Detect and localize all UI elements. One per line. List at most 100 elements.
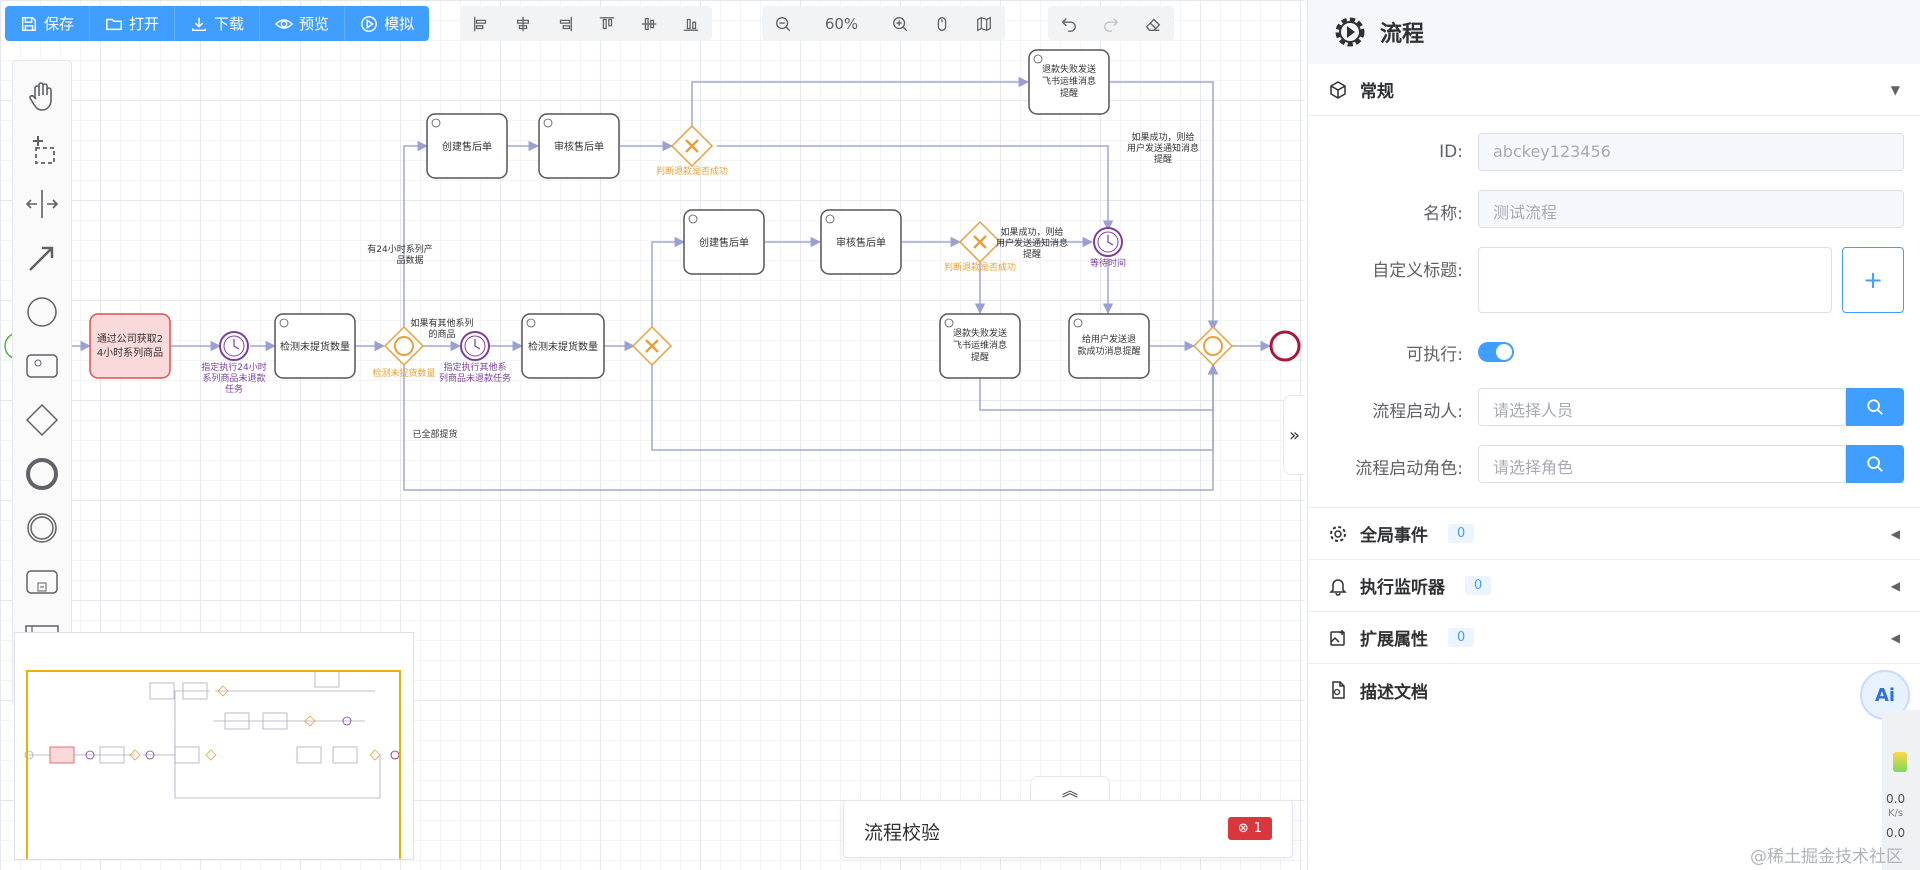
documentation-section[interactable]: 描述文档 — [1308, 664, 1920, 716]
search-icon — [1867, 399, 1883, 415]
user-task-tool[interactable] — [19, 339, 65, 393]
end-event[interactable] — [1269, 330, 1301, 362]
role-search-button[interactable] — [1846, 445, 1904, 483]
task-label: 4小时系列商品 — [97, 346, 163, 359]
validation-toggle[interactable]: ︽ — [1030, 776, 1110, 800]
panel-header: 流程 — [1308, 0, 1920, 64]
task-create-aftersale-1[interactable]: 创建售后单 — [426, 113, 508, 179]
starter-search-button[interactable] — [1846, 388, 1904, 426]
panel-title: 流程 — [1380, 22, 1425, 47]
documentation-title: 描述文档 — [1360, 682, 1428, 703]
flow-label: 提醒 — [1023, 249, 1041, 260]
general-section-header[interactable]: 常规 ▼ — [1308, 64, 1920, 116]
bell-icon — [1329, 578, 1347, 596]
zoom-out-button[interactable] — [762, 6, 804, 41]
end-event-icon — [26, 458, 58, 490]
align-left-button[interactable] — [460, 6, 502, 41]
save-button[interactable]: 保存 — [5, 6, 91, 41]
panel-collapse-toggle[interactable]: » — [1283, 395, 1305, 475]
name-field[interactable]: 测试流程 — [1478, 190, 1904, 228]
task-refund-fail-notify-top[interactable]: 退款失败发送 飞书运维消息 提醒 — [1028, 49, 1110, 115]
starter-input[interactable]: 请选择人员 — [1478, 388, 1846, 426]
execution-listeners-title: 执行监听器 — [1360, 578, 1445, 598]
timer-event-other[interactable]: 指定执行其他系 列商品未退款任务 — [439, 331, 511, 384]
zoom-in-button[interactable] — [879, 6, 921, 41]
end-event-tool[interactable] — [19, 447, 65, 501]
space-tool[interactable] — [19, 177, 65, 231]
intermediate-event-tool[interactable] — [19, 501, 65, 555]
undo-button[interactable] — [1048, 6, 1090, 41]
subprocess-icon — [26, 570, 58, 594]
role-input[interactable]: 请选择角色 — [1478, 445, 1846, 483]
task-label: 审核售后单 — [554, 140, 604, 153]
starter-label: 流程启动人: — [1372, 402, 1463, 422]
timer-label: 指定执行24小时 — [201, 361, 266, 373]
execution-listeners-section[interactable]: 执行监听器 0 ◀ — [1308, 560, 1920, 612]
bpmn-diagram[interactable]: 通过公司获取2 4小时系列商品 指定执行24小时 系列商品未退款 任务 检测未提… — [0, 0, 1305, 870]
task-label: 退款失败发送 — [1042, 63, 1096, 75]
task-review-aftersale-2[interactable]: 审核售后单 — [820, 209, 902, 275]
align-bottom-button[interactable] — [670, 6, 712, 41]
task-label: 提醒 — [971, 352, 989, 363]
align-middle-button[interactable] — [628, 6, 670, 41]
gateway-tool[interactable] — [19, 393, 65, 447]
global-events-section[interactable]: 全局事件 0 ◀ — [1308, 508, 1920, 560]
custom-title-textarea[interactable] — [1478, 247, 1832, 313]
id-field[interactable]: abckey123456 — [1478, 133, 1904, 171]
align-center-button[interactable] — [502, 6, 544, 41]
start-event-tool[interactable] — [19, 285, 65, 339]
inclusive-gateway-merge[interactable] — [1192, 325, 1234, 367]
download-button[interactable]: 下载 — [175, 6, 261, 41]
process-gear-icon — [1335, 17, 1365, 47]
lasso-tool[interactable] — [19, 123, 65, 177]
play-circle-icon — [361, 15, 377, 32]
task-check-undelivered-1[interactable]: 检测未提货数量 — [274, 313, 356, 379]
minimap-viewport[interactable] — [26, 670, 401, 859]
global-events-title: 全局事件 — [1360, 526, 1428, 546]
preview-button[interactable]: 预览 — [260, 6, 346, 41]
timer-event-wait[interactable]: 等待时间 — [1090, 227, 1126, 269]
user-task-icon — [26, 354, 58, 378]
eye-icon — [275, 18, 294, 29]
intermediate-event-icon — [27, 513, 57, 543]
redo-button[interactable] — [1090, 6, 1132, 41]
exclusive-gateway-2[interactable] — [631, 325, 673, 367]
task-review-aftersale-1[interactable]: 审核售后单 — [538, 113, 620, 179]
hand-tool[interactable] — [19, 69, 65, 123]
exclusive-gateway-refund-mid[interactable]: 判断退款是否成功 — [944, 220, 1016, 273]
task-fetch-24h-products[interactable]: 通过公司获取2 4小时系列商品 — [89, 313, 171, 379]
flow-label: 用户发送通知消息 — [996, 237, 1068, 249]
subprocess-tool[interactable] — [19, 555, 65, 609]
exclusive-gateway-refund-top[interactable]: 判断退款是否成功 — [656, 124, 728, 177]
align-top-button[interactable] — [586, 6, 628, 41]
validation-panel[interactable]: 流程校验 ⊗ 1 — [843, 800, 1293, 858]
timer-label: 列商品未退款任务 — [439, 372, 511, 384]
connect-tool[interactable] — [19, 231, 65, 285]
validation-error-badge[interactable]: ⊗ 1 — [1227, 817, 1272, 840]
extension-properties-section[interactable]: 扩展属性 0 ◀ — [1308, 612, 1920, 664]
reset-zoom-button[interactable] — [921, 6, 963, 41]
task-refund-fail-notify-mid[interactable]: 退款失败发送 飞书运维消息 提醒 — [939, 313, 1021, 379]
clear-button[interactable] — [1132, 6, 1174, 41]
task-check-undelivered-2[interactable]: 检测未提货数量 — [521, 313, 605, 379]
executable-row: 可执行: — [1308, 322, 1920, 379]
role-row: 流程启动角色: 请选择角色 — [1308, 436, 1920, 493]
add-custom-title-button[interactable]: + — [1842, 247, 1904, 313]
minimap[interactable] — [14, 632, 414, 860]
chevron-right-double-icon: » — [1288, 424, 1300, 446]
align-right-button[interactable] — [544, 6, 586, 41]
task-refund-success-notify[interactable]: 给用户发送退 款成功消息提醒 — [1068, 313, 1150, 379]
task-create-aftersale-2[interactable]: 创建售后单 — [683, 209, 765, 275]
executable-label: 可执行: — [1406, 345, 1463, 365]
eraser-icon — [1145, 18, 1161, 31]
open-button[interactable]: 打开 — [90, 6, 176, 41]
timer-event-24h[interactable]: 指定执行24小时 系列商品未退款 任务 — [201, 331, 267, 395]
simulate-button[interactable]: 模拟 — [345, 6, 429, 41]
open-label: 打开 — [129, 15, 160, 33]
sequence-flows — [34, 76, 1272, 491]
align-bottom-icon — [683, 18, 699, 31]
inclusive-gateway-check[interactable]: 检测未提货数量 — [372, 325, 436, 379]
minimap-toggle-button[interactable] — [963, 6, 1005, 41]
bpmn-canvas[interactable]: 通过公司获取2 4小时系列商品 指定执行24小时 系列商品未退款 任务 检测未提… — [0, 0, 1305, 870]
executable-toggle[interactable] — [1478, 342, 1514, 362]
